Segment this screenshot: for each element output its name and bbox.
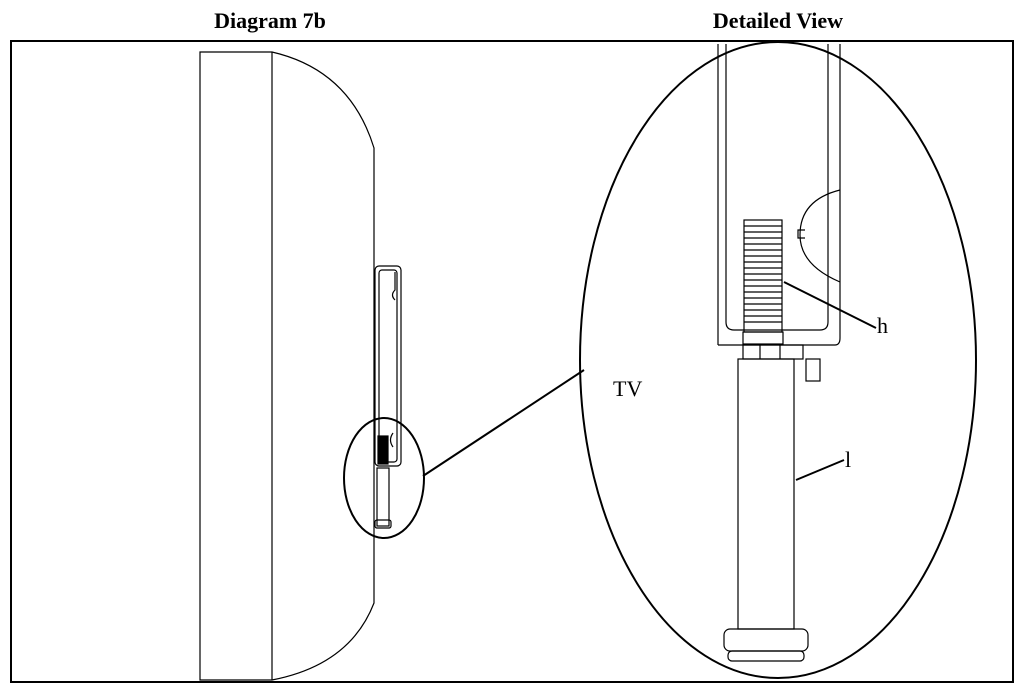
label-l: l (845, 447, 851, 472)
detailed-view-drawing (717, 44, 841, 662)
frame-border (10, 40, 1014, 683)
detail-callout-ellipse (343, 417, 425, 539)
leader-line-h (783, 281, 877, 329)
label-tv: TV (613, 376, 642, 401)
leader-line-l (795, 459, 845, 481)
diagram-title: Diagram 7b (214, 8, 326, 33)
detailed-view-ellipse (579, 41, 977, 679)
label-h: h (877, 313, 888, 338)
tv-side-view (199, 51, 402, 681)
callout-connector-line (422, 369, 585, 477)
detailed-view-title: Detailed View (712, 8, 844, 33)
